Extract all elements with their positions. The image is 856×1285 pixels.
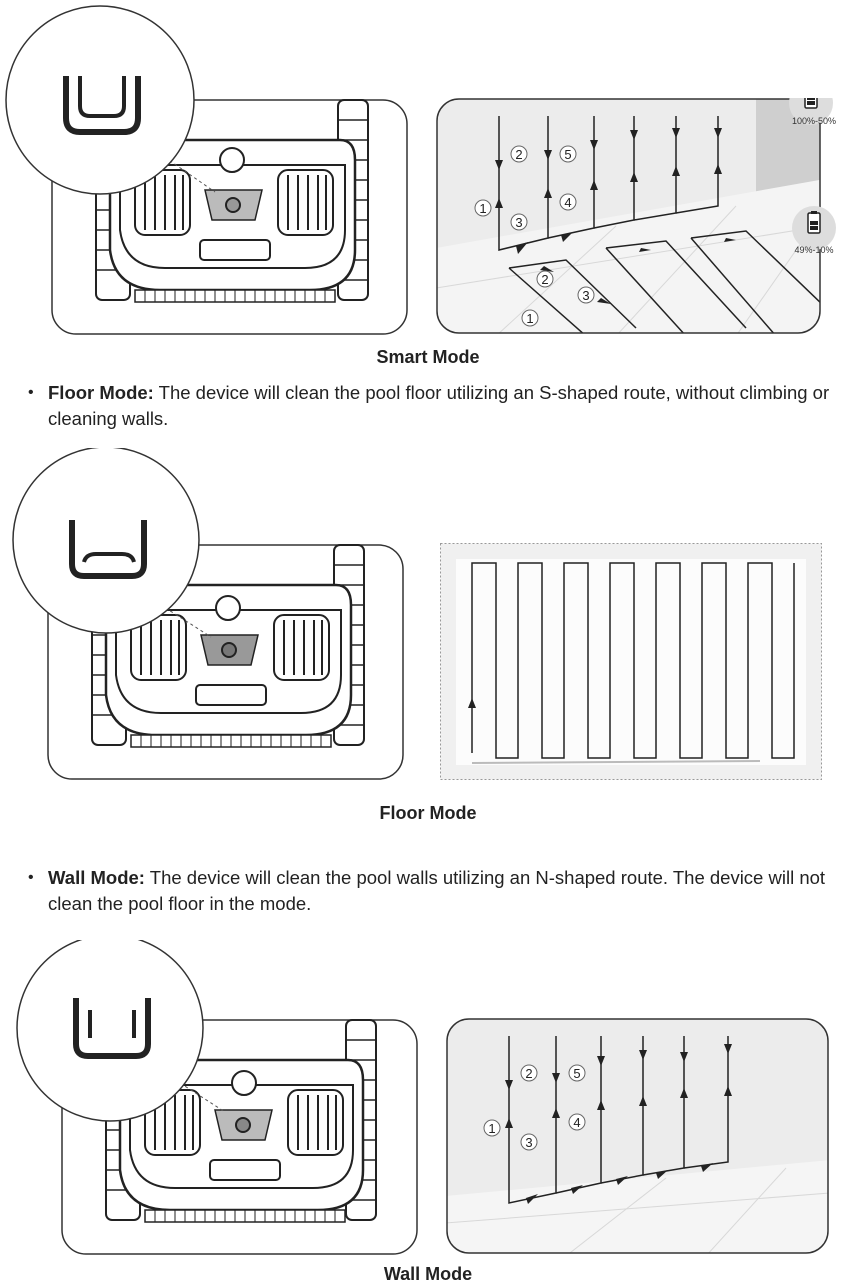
arrow-up-icon — [468, 698, 476, 708]
wall-mode-title: Wall Mode: — [48, 867, 145, 888]
floor-robot-illustration — [12, 448, 404, 780]
smart-wall-number: 2 — [515, 147, 522, 162]
wall-robot-illustration — [16, 940, 418, 1255]
wall-number: 4 — [573, 1115, 580, 1130]
bullet-icon: • — [28, 384, 34, 401]
wall-mode-text: The device will clean the pool walls uti… — [48, 867, 826, 914]
smart-route-diagram: 1 2 3 4 5 2 3 1 100%-50% 49%-10% — [436, 98, 836, 334]
smart-wall-number: 4 — [564, 195, 571, 210]
wall-number: 1 — [488, 1121, 495, 1136]
smart-wall-number: 3 — [515, 215, 522, 230]
floor-mode-bullet: • Floor Mode: The device will clean the … — [28, 380, 838, 432]
smart-floor-number: 2 — [541, 272, 548, 287]
wall-number: 3 — [525, 1135, 532, 1150]
smart-wall-number: 5 — [564, 147, 571, 162]
floor-mode-caption: Floor Mode — [379, 803, 477, 823]
smart-mode-caption: Smart Mode — [376, 347, 480, 367]
wall-mode-caption: Wall Mode — [383, 1264, 473, 1284]
smart-wall-number: 1 — [479, 201, 486, 216]
wall-mode-bullet: • Wall Mode: The device will clean the p… — [28, 865, 838, 917]
floor-route-diagram — [440, 543, 822, 780]
battery-full-icon — [789, 98, 833, 125]
smart-robot-illustration — [5, 5, 408, 335]
wall-route-diagram: 1 2 3 4 5 — [446, 1018, 829, 1254]
floor-mode-text: The device will clean the pool floor uti… — [48, 382, 830, 429]
battery-low-label: 49%-10% — [794, 245, 833, 255]
floor-mode-title: Floor Mode: — [48, 382, 154, 403]
battery-half-icon — [792, 206, 836, 250]
smart-floor-number: 1 — [526, 311, 533, 326]
smart-floor-number: 3 — [582, 288, 589, 303]
bullet-icon: • — [28, 869, 34, 886]
battery-high-label: 100%-50% — [792, 116, 836, 126]
wall-number: 2 — [525, 1066, 532, 1081]
wall-number: 5 — [573, 1066, 580, 1081]
